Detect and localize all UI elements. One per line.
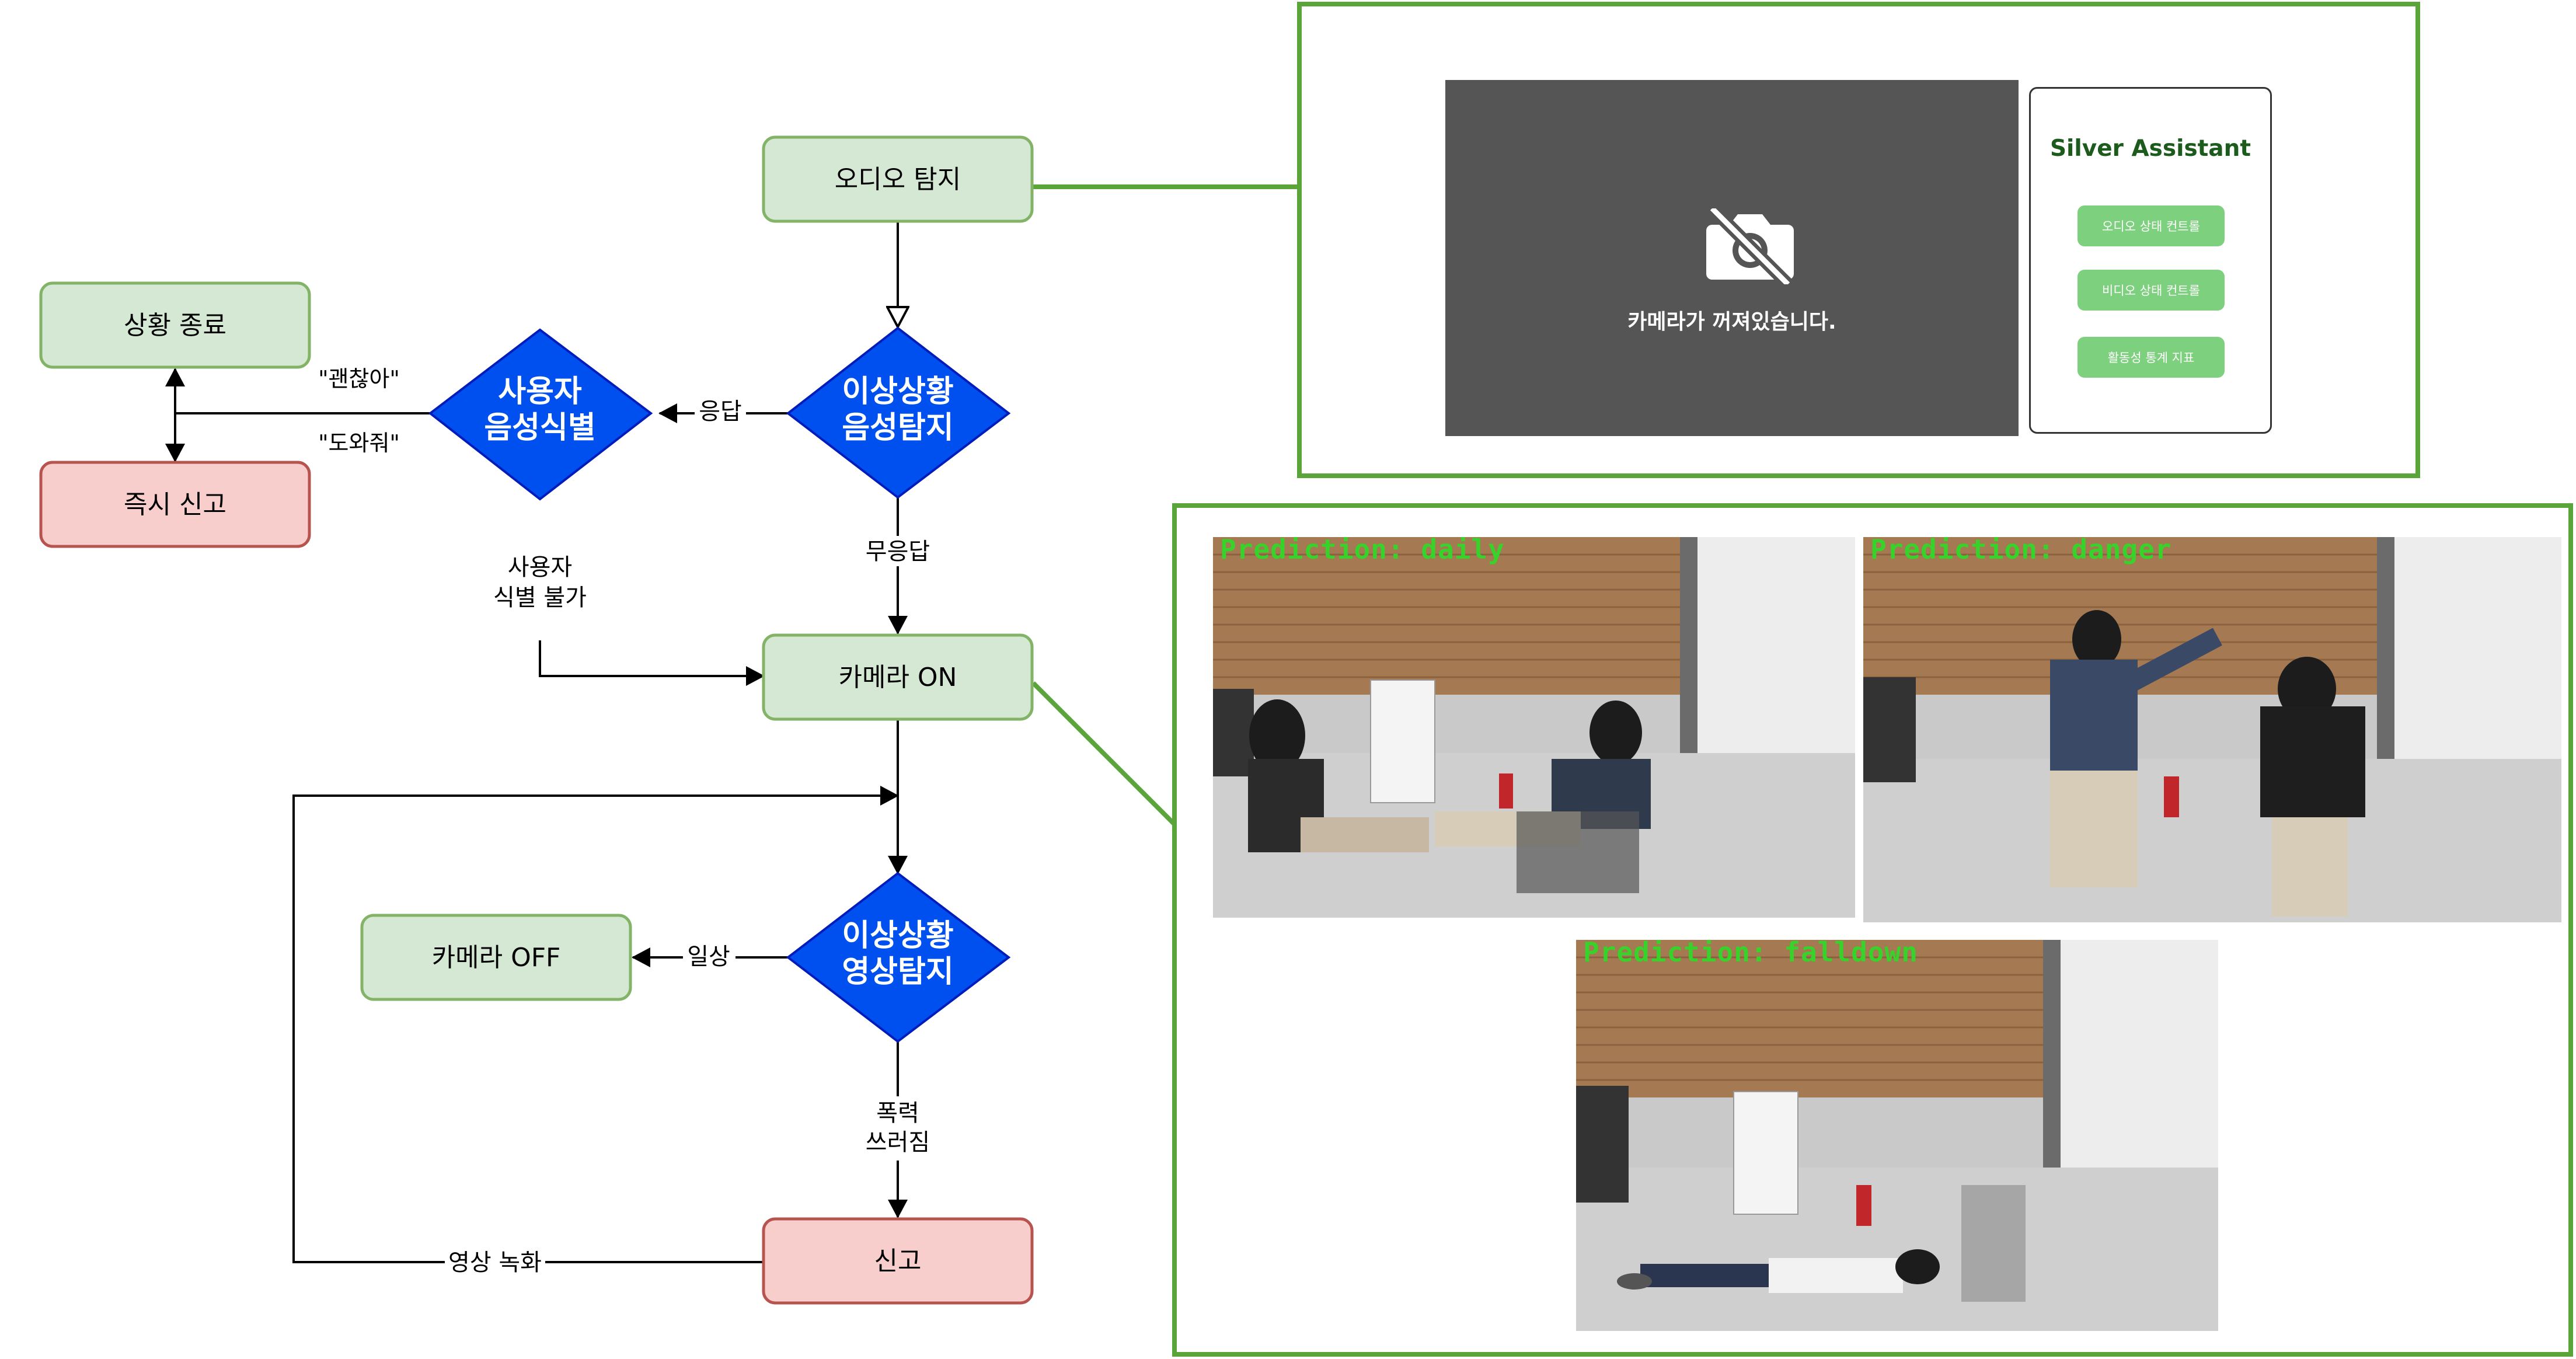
decision-anomaly-video-line1: 이상상황: [842, 918, 953, 953]
node-camera-on-label: 카메라 ON: [839, 663, 957, 692]
edge-label-daily: 일상: [687, 943, 730, 970]
decision-user-voice-id-line2: 음성식별: [484, 410, 595, 445]
prediction-label-falldown: Prediction: falldown: [1583, 940, 1918, 968]
scene-daily-image: [1213, 537, 1855, 918]
detection-panel: Prediction: daily Pr: [1172, 503, 2573, 1357]
frame-daily: Prediction: daily: [1213, 537, 1855, 918]
decision-anomaly-video: 이상상황 영상탐지: [786, 872, 1011, 1043]
edge-label-help: "도와줘": [318, 430, 400, 456]
decision-user-voice-id: 사용자 음성식별: [428, 328, 653, 501]
scene-danger-image: [1863, 537, 2561, 922]
scene-falldown-image: [1576, 940, 2218, 1331]
edge-label-unidentified-2: 식별 불가: [493, 584, 587, 611]
decision-user-voice-id-line1: 사용자: [498, 374, 582, 409]
node-camera-on: 카메라 ON: [762, 633, 1034, 721]
node-situation-end-label: 상황 종료: [124, 311, 226, 340]
edge-label-okay: "괜찮아": [318, 366, 400, 392]
node-camera-off: 카메라 OFF: [360, 914, 632, 1001]
frame-danger: Prediction: danger: [1863, 537, 2561, 922]
panel-connectors: [1031, 184, 1299, 826]
decision-anomaly-audio-line2: 음성탐지: [842, 410, 953, 445]
node-camera-off-label: 카메라 OFF: [432, 943, 561, 973]
sidebar-title: Silver Assistant: [2049, 135, 2251, 162]
camera-view: 카메라가 꺼져있습니다.: [1445, 80, 2019, 436]
app-ui-panel: 카메라가 꺼져있습니다. Silver Assistant 오디오 상태 컨트롤…: [1297, 2, 2420, 478]
edge-label-record: 영상 녹화: [448, 1249, 542, 1276]
camera-off-icon: [1706, 208, 1794, 284]
decision-anomaly-audio: 이상상황 음성탐지: [786, 326, 1011, 499]
camera-status-text: 카메라가 꺼져있습니다.: [1627, 310, 1836, 334]
node-situation-end: 상황 종료: [39, 281, 311, 369]
frame-falldown: Prediction: falldown: [1576, 940, 2218, 1331]
edge-label-unidentified-1: 사용자: [508, 554, 572, 581]
edge-label-violence: 폭력: [876, 1100, 919, 1127]
edge-label-response: 응답: [699, 398, 742, 425]
node-immediate-report-label: 즉시 신고: [124, 490, 226, 520]
activity-stats-button[interactable]: 활동성 통계 지표: [2077, 337, 2225, 378]
decision-anomaly-audio-line1: 이상상황: [842, 374, 953, 409]
edge-label-no-response: 무응답: [866, 538, 930, 565]
audio-control-button[interactable]: 오디오 상태 컨트롤: [2077, 205, 2225, 246]
node-report-label: 신고: [874, 1246, 922, 1276]
node-audio-detect: 오디오 탐지: [762, 135, 1034, 223]
video-control-button[interactable]: 비디오 상태 컨트롤: [2077, 270, 2225, 311]
node-audio-detect-label: 오디오 탐지: [835, 165, 961, 194]
edge-labels: 응답 무응답 "괜찮아" "도와줘" 사용자 식별 불가 일상 폭력 쓰러짐 영…: [318, 366, 934, 1277]
decision-anomaly-video-line2: 영상탐지: [842, 954, 953, 989]
node-immediate-report: 즉시 신고: [39, 461, 311, 548]
assistant-sidebar: Silver Assistant 오디오 상태 컨트롤 비디오 상태 컨트롤 활…: [2029, 87, 2272, 434]
prediction-label-danger: Prediction: danger: [1870, 537, 2172, 565]
prediction-label-daily: Prediction: daily: [1220, 537, 1505, 565]
edge-label-fall: 쓰러짐: [866, 1129, 930, 1156]
node-report: 신고: [762, 1217, 1034, 1305]
